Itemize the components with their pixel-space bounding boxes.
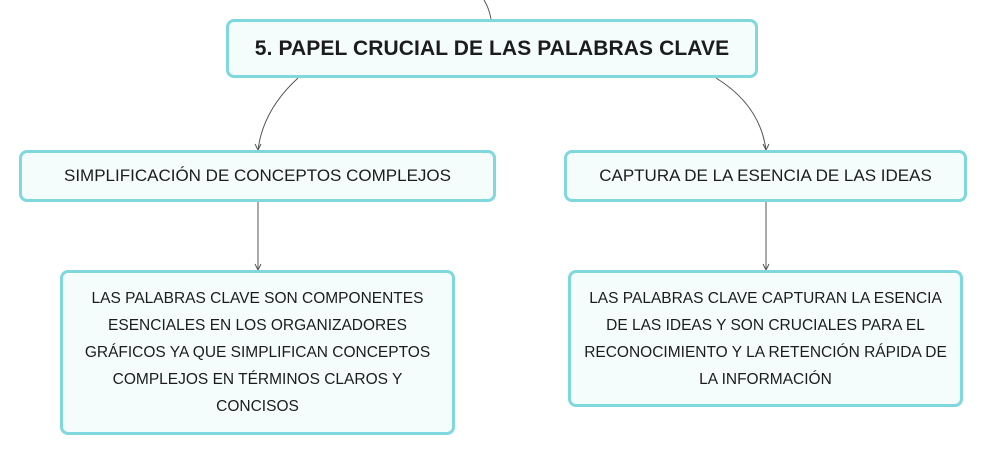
detail-node-captura[interactable]: LAS PALABRAS CLAVE CAPTURAN LA ESENCIA D… [568,270,963,407]
root-topic-node[interactable]: 5. PAPEL CRUCIAL DE LAS PALABRAS CLAVE [226,19,758,78]
root-topic-title: 5. PAPEL CRUCIAL DE LAS PALABRAS CLAVE [254,36,730,60]
detail-text-simplificacion: LAS PALABRAS CLAVE SON COMPONENTES ESENC… [84,290,431,415]
branch-node-simplificacion[interactable]: SIMPLIFICACIÓN DE CONCEPTOS COMPLEJOS [19,150,496,202]
detail-node-simplificacion[interactable]: LAS PALABRAS CLAVE SON COMPONENTES ESENC… [60,270,455,435]
detail-text-captura: LAS PALABRAS CLAVE CAPTURAN LA ESENCIA D… [584,289,947,388]
branch-label-captura: CAPTURA DE LA ESENCIA DE LAS IDEAS [599,166,932,185]
connector-root-to-left-branch [257,77,299,151]
branch-node-captura[interactable]: CAPTURA DE LA ESENCIA DE LAS IDEAS [564,150,967,202]
connector-root-to-right-branch [715,77,767,151]
branch-label-simplificacion: SIMPLIFICACIÓN DE CONCEPTOS COMPLEJOS [64,166,451,185]
connector-parent-to-root [483,0,492,20]
